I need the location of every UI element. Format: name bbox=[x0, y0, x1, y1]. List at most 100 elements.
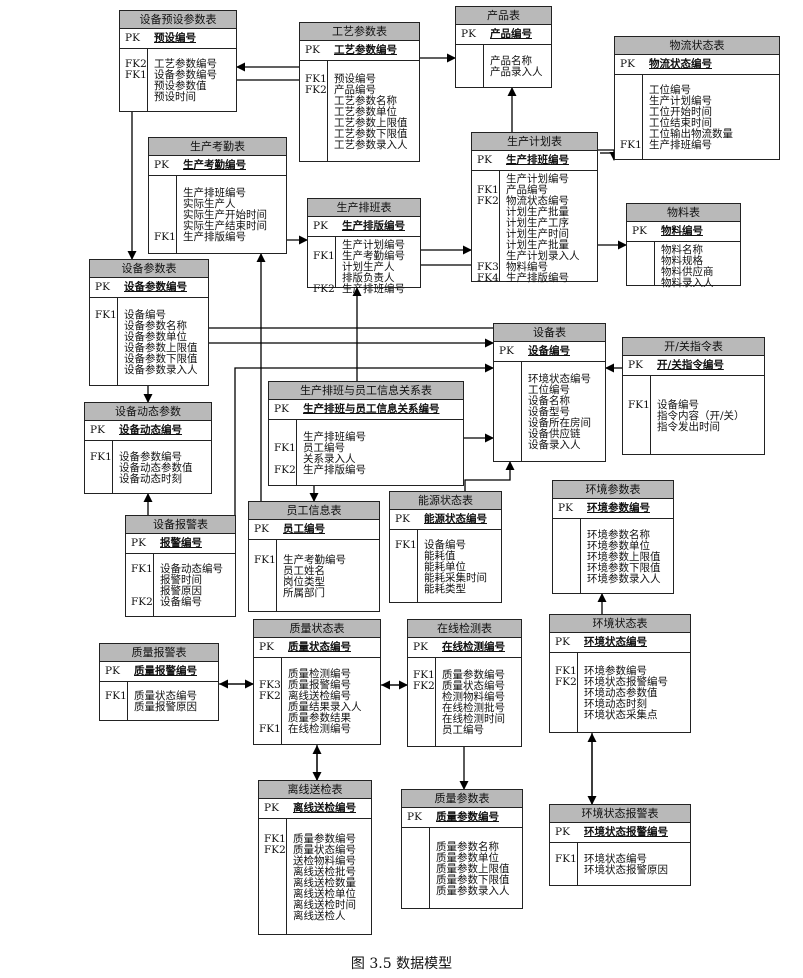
field-column: 设备编号指令内容（开/关）指令发出时间 bbox=[651, 376, 764, 454]
field-name: 产品录入人 bbox=[490, 66, 543, 78]
field-column: 预设编号产品编号工艺参数名称工艺参数单位工艺参数上限值工艺参数下限值工艺参数录入… bbox=[328, 61, 419, 161]
pk-tag: PK bbox=[632, 225, 647, 237]
fk-tag: FK2 bbox=[477, 195, 499, 207]
field-column: 质量状态编号质量报警原因 bbox=[128, 682, 218, 720]
field-name: 质量参数结果 bbox=[288, 712, 351, 724]
field-name: 环境状态编号 bbox=[528, 373, 591, 385]
field-name: 环境状态报警编号 bbox=[584, 676, 668, 688]
link-plan-logistics bbox=[598, 149, 619, 161]
fk-column: FK1 bbox=[90, 298, 118, 385]
field-column: 设备参数编号设备动态参数值设备动态时刻 bbox=[113, 441, 211, 493]
entity-title: 设备报警表 bbox=[126, 516, 235, 534]
field-name: 环境动态时刻 bbox=[584, 698, 647, 710]
field-column: 质量参数编号质量状态编号检测物料编号在线检测批号在线检测时间员工编号 bbox=[436, 658, 521, 746]
pk-tag: PK bbox=[259, 641, 274, 653]
fk-tag: FK2 bbox=[259, 690, 281, 702]
field-name: 在线检测批号 bbox=[442, 702, 505, 714]
field-name: 在线检测时间 bbox=[442, 713, 505, 725]
field-name: 指令内容（开/关） bbox=[657, 410, 745, 422]
fk-tag: FK1 bbox=[477, 184, 499, 196]
primary-key-name: 设备参数编号 bbox=[124, 281, 187, 293]
field-name: 计划生产批量 bbox=[506, 239, 569, 251]
entity-title: 物料表 bbox=[627, 204, 740, 222]
field-name: 产品编号 bbox=[334, 84, 376, 96]
fk-tag: FK2 bbox=[555, 676, 577, 688]
field-name: 工艺参数下限值 bbox=[334, 128, 408, 140]
field-name: 关系录入人 bbox=[303, 453, 356, 465]
fk-tag: FK2 bbox=[313, 283, 335, 295]
field-name: 设备参数录入人 bbox=[124, 364, 198, 376]
field-name: 离线送检时间 bbox=[293, 899, 356, 911]
pk-tag: PK bbox=[558, 502, 573, 514]
field-name: 预设参数值 bbox=[154, 80, 207, 92]
pk-tag: PK bbox=[628, 359, 643, 371]
fk-tag: FK1 bbox=[254, 554, 276, 566]
field-name: 所属部门 bbox=[283, 587, 325, 599]
field-name: 工位输出物流数量 bbox=[649, 128, 733, 140]
fk-column bbox=[627, 242, 655, 285]
primary-key-name: 报警编号 bbox=[160, 537, 202, 549]
entity-title: 工艺参数表 bbox=[300, 23, 419, 41]
field-name: 能耗类型 bbox=[424, 583, 466, 595]
field-name: 设备编号 bbox=[424, 539, 466, 551]
fk-tag: FK1 bbox=[95, 309, 117, 321]
field-name: 设备参数单位 bbox=[124, 331, 187, 343]
field-name: 生产计划编号 bbox=[506, 173, 569, 185]
field-name: 设备参数编号 bbox=[154, 69, 217, 81]
fk-tag: FK2 bbox=[274, 464, 296, 476]
field-name: 质量状态编号 bbox=[293, 844, 356, 856]
fk-column: FK1 bbox=[390, 530, 418, 602]
field-name: 质量参数编号 bbox=[442, 669, 505, 681]
field-name: 工位开始时间 bbox=[649, 106, 712, 118]
field-name: 环境状态报警原因 bbox=[584, 864, 668, 876]
field-name: 工艺参数单位 bbox=[334, 106, 397, 118]
entity-title: 生产排班表 bbox=[308, 199, 420, 217]
entity-title: 环境参数表 bbox=[553, 481, 673, 499]
fk-tag: FK2 bbox=[305, 84, 327, 96]
field-name: 设备名称 bbox=[528, 395, 570, 407]
field-name: 工位编号 bbox=[528, 384, 570, 396]
field-column: 质量检测编号质量报警编号离线送检编号质量结果录入人质量参数结果在线检测编号 bbox=[282, 658, 380, 744]
fk-column: FK1 bbox=[85, 441, 113, 493]
fk-tag: FK2 bbox=[264, 844, 286, 856]
primary-key-name: 预设编号 bbox=[154, 32, 196, 44]
field-name: 生产排班编号 bbox=[342, 283, 405, 295]
field-column: 生产排班编号员工编号关系录入人生产排版编号 bbox=[297, 420, 463, 485]
field-name: 设备供应链 bbox=[528, 428, 581, 440]
field-name: 质量参数录入人 bbox=[436, 885, 510, 897]
pk-tag: PK bbox=[413, 641, 428, 653]
field-name: 物料编号 bbox=[506, 261, 548, 273]
field-name: 设备参数编号 bbox=[119, 451, 182, 463]
pk-tag: PK bbox=[90, 424, 105, 436]
primary-key-name: 离线送检编号 bbox=[293, 802, 356, 814]
field-name: 生产排版编号 bbox=[183, 231, 246, 243]
field-name: 生产计划编号 bbox=[342, 239, 405, 251]
field-column: 设备编号能耗值能耗单位能耗采集时间能耗类型 bbox=[418, 530, 501, 602]
entity-title: 员工信息表 bbox=[249, 502, 379, 520]
field-name: 报警原因 bbox=[160, 585, 202, 597]
field-name: 设备动态编号 bbox=[160, 563, 223, 575]
field-name: 设备编号 bbox=[124, 309, 166, 321]
entity-title: 设备表 bbox=[494, 324, 605, 342]
entity-title: 质量状态表 bbox=[254, 620, 380, 638]
entity-title: 生产计划表 bbox=[472, 133, 597, 151]
field-name: 送检物料编号 bbox=[293, 855, 356, 867]
field-name: 设备参数下限值 bbox=[124, 353, 198, 365]
